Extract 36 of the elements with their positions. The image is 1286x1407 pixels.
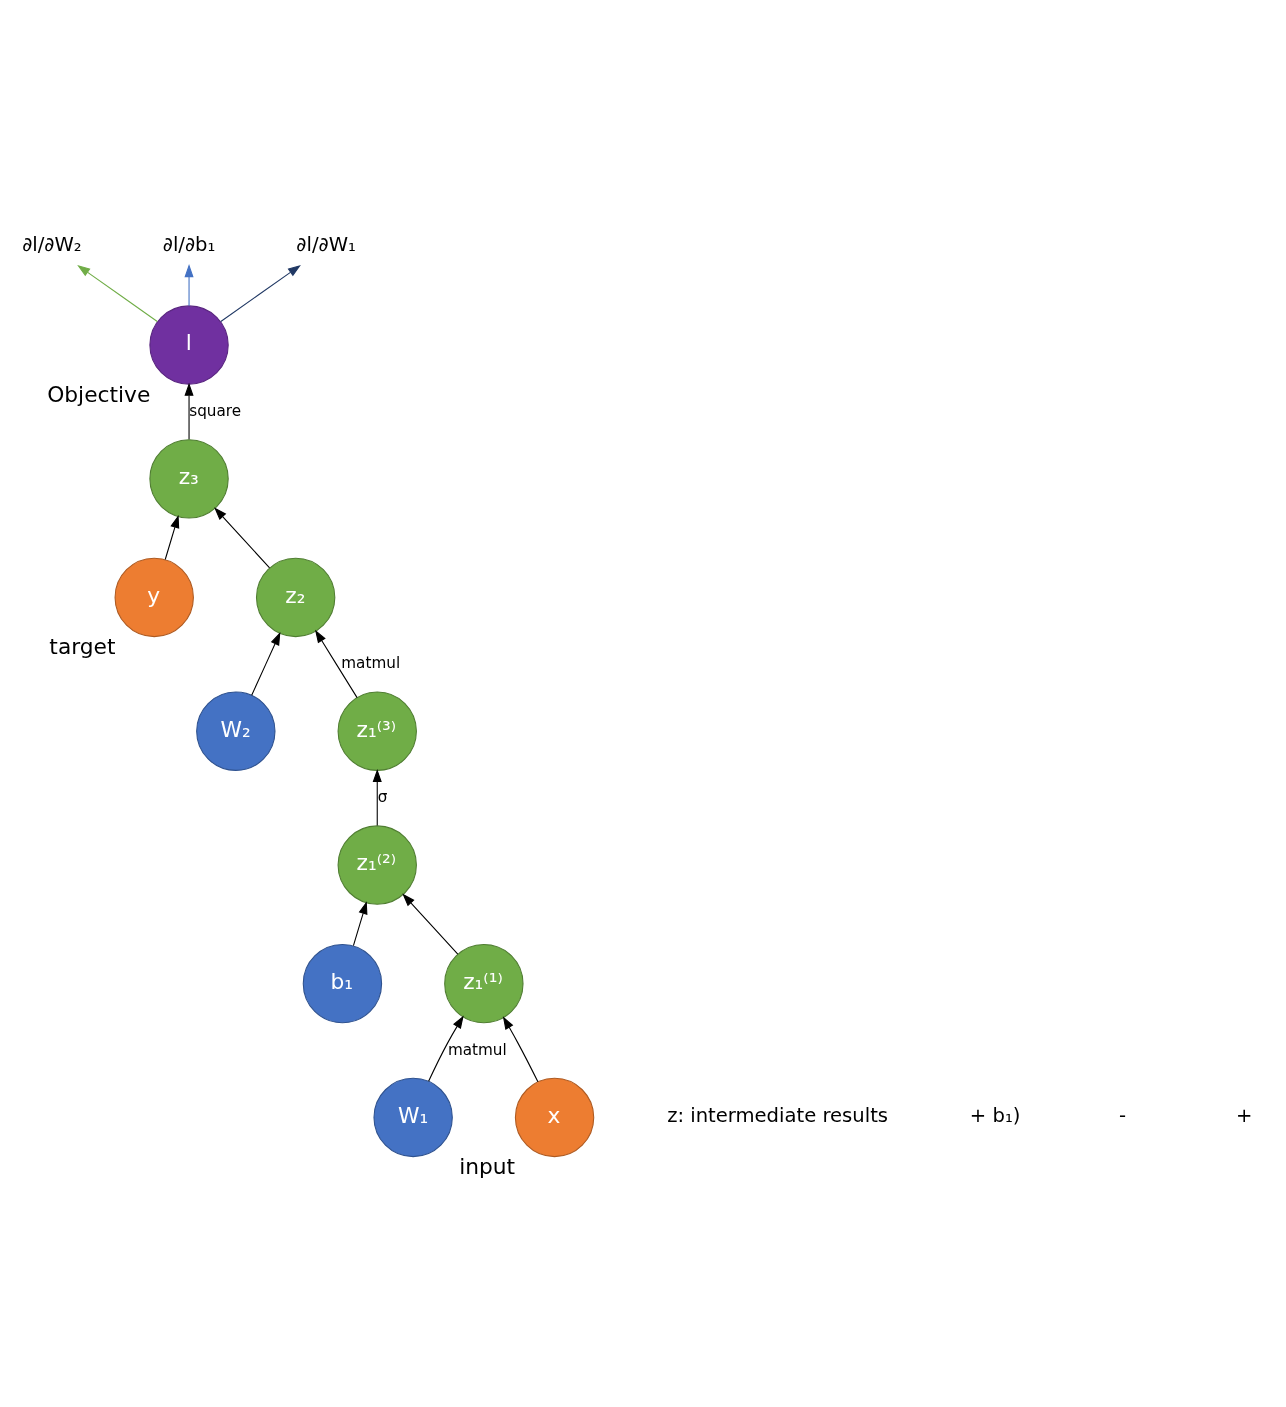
node-text: ∂l/∂W₂	[21, 232, 82, 256]
edge-label: σ	[377, 788, 388, 807]
node-label: target	[48, 634, 115, 659]
label: + b₁)	[969, 1104, 1020, 1128]
arrow	[427, 1015, 464, 1082]
arrow	[352, 901, 367, 947]
node-label: input	[458, 1154, 515, 1179]
label: -	[1118, 1104, 1126, 1128]
edge-label: matmul	[447, 1040, 507, 1059]
arrow	[213, 507, 270, 569]
arrow	[183, 382, 194, 440]
edge-label: matmul	[340, 654, 400, 673]
arrow	[401, 893, 458, 955]
node-label: Objective	[46, 381, 150, 407]
arrow	[502, 1016, 538, 1083]
node-circle: x	[514, 1077, 594, 1158]
arrow	[372, 768, 382, 827]
node-circle: z₁⁽³⁾	[337, 691, 417, 771]
node-circle: W₂	[195, 691, 276, 771]
node-circle: z₁⁽¹⁾	[443, 943, 524, 1024]
node-circle: l	[148, 305, 229, 385]
label: z: intermediate results	[666, 1104, 888, 1128]
node-text: ∂l/∂W₁	[295, 232, 356, 256]
node-text: ∂l/∂b₁	[162, 232, 215, 256]
edge-label: square	[188, 401, 241, 420]
arrow	[314, 629, 358, 699]
node-circle: W₁	[372, 1077, 453, 1158]
arrow	[219, 264, 301, 323]
node-circle: z₂	[255, 557, 335, 638]
label: +	[1235, 1104, 1252, 1128]
node-circle: y	[114, 557, 194, 638]
arrow	[76, 264, 158, 323]
node-circle: b₁	[302, 943, 382, 1024]
arrow	[250, 632, 280, 696]
arrow	[164, 514, 179, 561]
arrow	[183, 264, 194, 307]
